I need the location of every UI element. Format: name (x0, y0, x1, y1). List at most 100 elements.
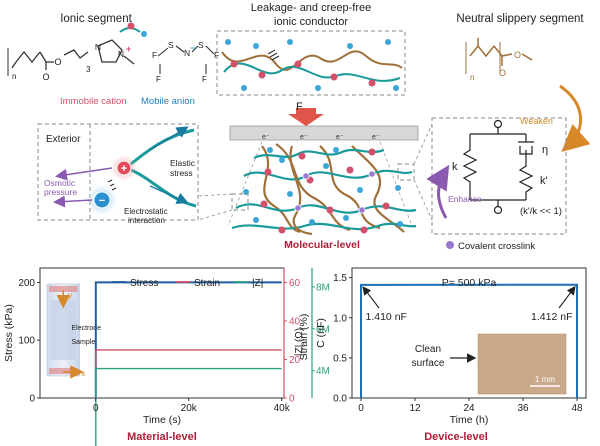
exterior-anion-sign: − (99, 195, 105, 207)
crosslink-legend-dot (446, 241, 454, 249)
y-mid-axis-label: Strain (%) (298, 314, 310, 361)
clean-surface-label-2: surface (412, 358, 445, 369)
zoom-box-left (231, 193, 249, 211)
clean-surface-label-1: Clean (415, 344, 441, 355)
cone-edges (227, 141, 413, 227)
x-tick-label: 20k (181, 403, 198, 414)
network-strands (231, 143, 417, 236)
weaken-arrow (559, 84, 591, 152)
atom-o-carbonyl: O (42, 72, 49, 82)
electrostatic-label-1: Electrostatic (124, 207, 168, 216)
atom-s-1: S (168, 40, 174, 50)
device-level-caption: Device-level (424, 431, 488, 443)
neutral-atom-o-2: O (514, 50, 521, 60)
cation-plus-sign: + (126, 44, 131, 54)
x-axis-label: Time (s) (143, 414, 181, 426)
series-line-stress (94, 281, 282, 398)
immobile-cation-label: Immobile cation (60, 96, 127, 107)
sample-inset-sample (50, 300, 76, 360)
neutral-backbone (469, 44, 495, 58)
y-left-tick-label: 100 (18, 336, 35, 347)
x-tick-label: 48 (571, 403, 583, 414)
annotation-start: 1.410 nF (366, 311, 407, 323)
ionic-alkyl-chain (63, 49, 89, 59)
annotation-end: 1.412 nF (531, 311, 572, 323)
x-tick-label: 0 (358, 403, 364, 414)
conductor-interaction-marks (267, 49, 280, 61)
material-level-caption: Material-level (127, 431, 197, 443)
ion-sketch-cation (127, 22, 135, 30)
ionic-chain-strand (223, 62, 401, 82)
y-mid-tick-label: 40 (289, 316, 301, 327)
y-mid-tick-label: 0 (289, 394, 295, 405)
anion-minus-sign: − (190, 43, 195, 53)
mobile-anion-label: Mobile anion (141, 96, 195, 107)
annotation-arrow-start (362, 286, 380, 309)
conductor-title-1: Leakage- and creep-free (251, 2, 371, 14)
conductor-cations (230, 60, 376, 87)
inset-x-label: x (81, 369, 85, 378)
x-axis-label: Time (h) (450, 414, 489, 426)
molecular-panel: F e⁻ e⁻ e⁻ e⁻ Molecular-le (197, 101, 433, 251)
x-tick-label: 36 (517, 403, 529, 414)
exterior-label: Exterior (46, 134, 81, 145)
x-tick-label: 40k (274, 403, 291, 414)
osmotic-label-2: pressure (44, 187, 77, 197)
circuit-top-node (493, 119, 503, 129)
y-left-axis-label: Stress (kPa) (3, 304, 15, 362)
sample-inset-electrode-bottom (48, 368, 78, 374)
spring-k-label: k (452, 161, 458, 173)
x-tick-label: 0 (93, 403, 99, 414)
atom-n-ring-2: N (118, 49, 124, 59)
y-mid-tick-label: 60 (289, 278, 301, 289)
ion-sketch-anion (141, 31, 147, 37)
exterior-anion (93, 191, 111, 209)
atom-f-3: F (156, 75, 161, 84)
spring-k-prime-label: k' (540, 175, 548, 187)
dashpot-eta-label: η (542, 144, 548, 156)
ionic-segment-panel: Ionic segment O O n 3 N N + F S N − S F … (7, 13, 219, 107)
y-left-tick-label: 200 (18, 278, 35, 289)
osmotic-arrow-upper (55, 167, 113, 181)
conductor-box (216, 30, 406, 96)
neutral-atom-o-1: O (499, 68, 506, 78)
clean-surface-photo (477, 333, 567, 395)
ionic-subscript-n: n (12, 72, 16, 81)
electron-label-1: e⁻ (262, 134, 270, 141)
exterior-panel: Exterior Elastic stress + − Osmotic pres… (37, 123, 199, 225)
capacitance-line (360, 283, 578, 398)
tfsi-bonds (157, 45, 215, 57)
zoom-lines-left (197, 193, 233, 221)
y-right-tick-label: 4M (316, 366, 330, 377)
x-tick-label: 24 (463, 403, 475, 414)
sample-inset-electrode-top (48, 286, 78, 292)
weaken-label: Weaken (520, 116, 553, 126)
molecular-level-caption: Molecular-level (284, 239, 360, 251)
atom-o-ester: O (54, 57, 61, 67)
legend-label: |Z| (252, 278, 263, 289)
spring-k (462, 134, 478, 200)
series-line-strain (95, 349, 282, 398)
ring-methyl (123, 55, 135, 65)
electron-label-3: e⁻ (336, 134, 344, 141)
x-tick-label: 12 (409, 403, 421, 414)
conductor-anions (225, 39, 399, 91)
force-label: F (296, 101, 303, 113)
ionic-ester-link (39, 51, 54, 63)
ionic-conductor-panel: Leakage- and creep-free ionic conductor (216, 2, 406, 96)
elastic-stress-label-2: stress (170, 168, 193, 178)
zoom-box-right (397, 163, 415, 181)
ratio-label: (k'/k << 1) (520, 206, 562, 217)
atom-f-1: F (152, 50, 157, 60)
inset-y-label: y (68, 291, 72, 300)
annotation-arrow-end (558, 285, 576, 309)
atom-n-ring-1: N (95, 42, 101, 52)
neutral-end-methyl (521, 53, 533, 61)
ionic-backbone (15, 50, 41, 64)
network-anions (243, 147, 403, 227)
series-line-z (95, 367, 282, 446)
y-tick-label: 0.0 (333, 394, 347, 405)
ionic-subscript-3: 3 (86, 65, 91, 74)
